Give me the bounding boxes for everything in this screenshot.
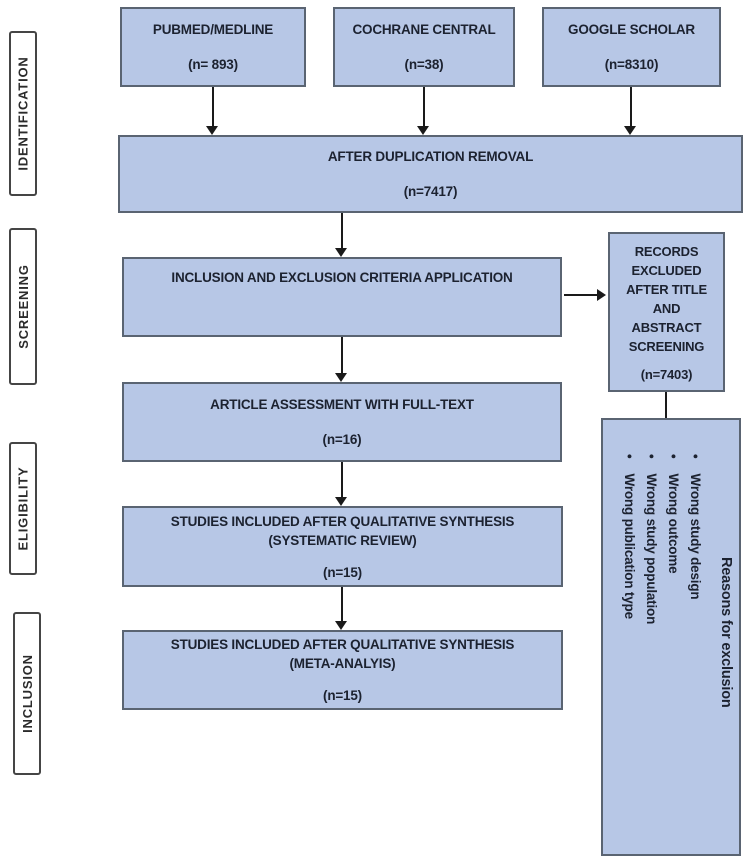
- reason-item-label: Wrong outcome: [666, 473, 681, 574]
- stage-label-inclusion: INCLUSION: [13, 612, 41, 775]
- node-count: (n=16): [322, 432, 362, 447]
- stage-label-screening: SCREENING: [9, 228, 37, 385]
- node-google-scholar: GOOGLE SCHOLAR (n=8310): [542, 7, 721, 87]
- node-count: (n=7403): [640, 367, 693, 382]
- node-title: GOOGLE SCHOLAR: [568, 22, 695, 37]
- connector-pubmed-to-dedup: [212, 87, 214, 127]
- node-pubmed-medline: PUBMED/MEDLINE (n= 893): [120, 7, 306, 87]
- stage-label-text: ELIGIBILITY: [15, 466, 31, 551]
- bullet-icon: •: [688, 454, 703, 459]
- node-count: (n=7417): [403, 184, 458, 199]
- stage-label-text: SCREENING: [15, 264, 31, 349]
- node-criteria-application: INCLUSION AND EXCLUSION CRITERIA APPLICA…: [122, 257, 562, 337]
- arrowhead-right-icon: [597, 289, 606, 301]
- node-full-text-assessment: ARTICLE ASSESSMENT WITH FULL-TEXT (n=16): [122, 382, 562, 462]
- node-title: STUDIES INCLUDED AFTER QUALITATIVE SYNTH…: [170, 513, 515, 548]
- arrowhead-down-icon: [335, 373, 347, 382]
- node-reasons-for-exclusion: Reasons for exclusion • Wrong study desig…: [601, 418, 741, 856]
- arrowhead-down-icon: [624, 126, 636, 135]
- node-title: COCHRANE CENTRAL: [352, 22, 496, 37]
- arrowhead-down-icon: [417, 126, 429, 135]
- reason-item: • Wrong publication type: [622, 454, 637, 624]
- connector-dedup-to-criteria: [341, 213, 343, 249]
- stage-label-identification: IDENTIFICATION: [9, 31, 37, 196]
- arrowhead-down-icon: [335, 621, 347, 630]
- reasons-list: • Wrong study design • Wrong outcome • Wrong …: [622, 454, 703, 624]
- reason-item-label: Wrong publication type: [622, 473, 637, 619]
- node-count: (n=15): [323, 564, 362, 580]
- node-count: (n=38): [404, 57, 444, 72]
- node-title: ARTICLE ASSESSMENT WITH FULL-TEXT: [210, 397, 474, 412]
- bullet-icon: •: [666, 454, 681, 459]
- node-systematic-review: STUDIES INCLUDED AFTER QUALITATIVE SYNTH…: [122, 506, 563, 587]
- node-title: INCLUSION AND EXCLUSION CRITERIA APPLICA…: [171, 270, 513, 285]
- bullet-icon: •: [622, 454, 637, 459]
- node-title: AFTER DUPLICATION REMOVAL: [327, 149, 534, 164]
- connector-sysreview-to-meta: [341, 587, 343, 622]
- reasons-title: Reasons for exclusion: [718, 557, 734, 708]
- connector-google-to-dedup: [630, 87, 632, 127]
- node-count: (n= 893): [188, 57, 238, 72]
- node-meta-analysis: STUDIES INCLUDED AFTER QUALITATIVE SYNTH…: [122, 630, 563, 710]
- node-count: (n=15): [323, 688, 362, 703]
- connector-records-to-reasons: [665, 392, 667, 418]
- connector-cochrane-to-dedup: [423, 87, 425, 127]
- reason-item: • Wrong study population: [644, 454, 659, 624]
- node-title: PUBMED/MEDLINE: [152, 22, 274, 37]
- node-count: (n=8310): [604, 57, 659, 72]
- connector-fulltext-to-sysreview: [341, 462, 343, 498]
- arrowhead-down-icon: [335, 248, 347, 257]
- stage-label-eligibility: ELIGIBILITY: [9, 442, 37, 575]
- bullet-icon: •: [644, 454, 659, 459]
- node-title: STUDIES INCLUDED AFTER QUALITATIVE SYNTH…: [170, 637, 515, 671]
- reasons-rotated-content: Reasons for exclusion • Wrong study desig…: [603, 420, 743, 858]
- connector-criteria-to-fulltext: [341, 337, 343, 374]
- connector-criteria-to-records: [564, 294, 597, 296]
- reason-item: • Wrong outcome: [666, 454, 681, 624]
- node-cochrane-central: COCHRANE CENTRAL (n=38): [333, 7, 515, 87]
- node-title: RECORDS EXCLUDED AFTER TITLE AND ABSTRAC…: [626, 244, 707, 354]
- arrowhead-down-icon: [335, 497, 347, 506]
- stage-label-text: IDENTIFICATION: [15, 56, 31, 171]
- node-records-excluded: RECORDS EXCLUDED AFTER TITLE AND ABSTRAC…: [608, 232, 725, 392]
- reason-item: • Wrong study design: [688, 454, 703, 624]
- reason-item-label: Wrong study population: [644, 473, 659, 625]
- stage-label-text: INCLUSION: [19, 654, 35, 733]
- node-after-duplication-removal: AFTER DUPLICATION REMOVAL (n=7417): [118, 135, 743, 213]
- arrowhead-down-icon: [206, 126, 218, 135]
- reason-item-label: Wrong study design: [688, 473, 703, 600]
